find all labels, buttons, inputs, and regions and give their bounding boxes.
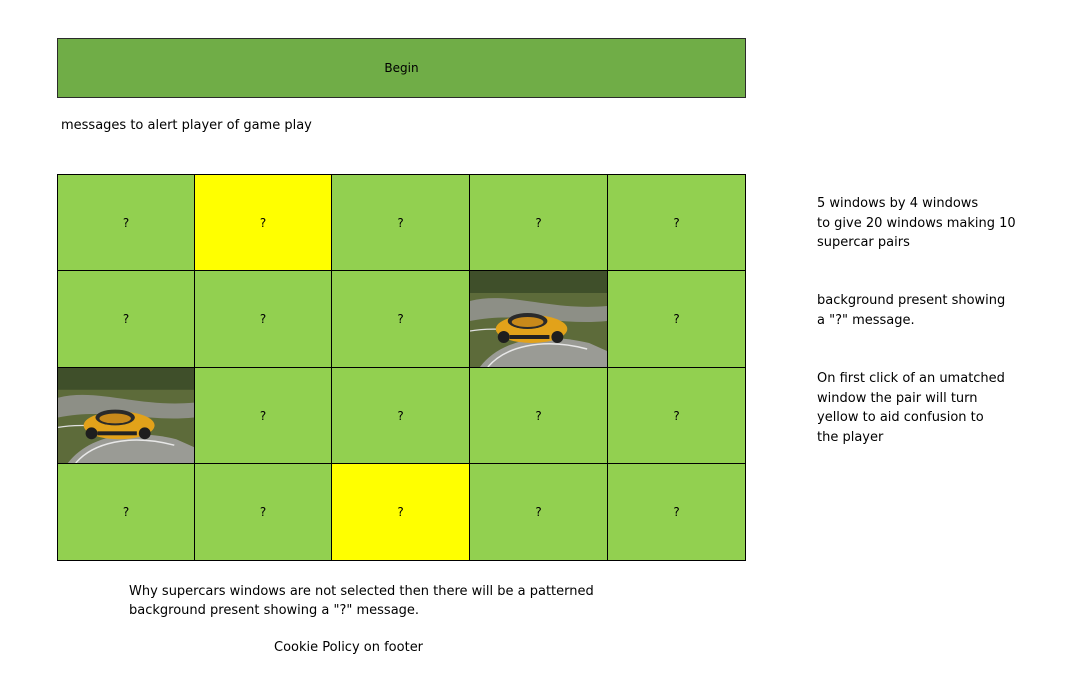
card-question-mark: ?: [259, 505, 267, 519]
card-window-r2-c3[interactable]: ?: [332, 271, 470, 368]
card-question-mark: ?: [535, 215, 542, 230]
card-window-r4-c2[interactable]: ?: [195, 464, 332, 561]
card-window-r2-c5[interactable]: ?: [608, 271, 746, 368]
card-question-mark: ?: [122, 215, 130, 230]
card-question-mark: ?: [535, 505, 542, 519]
card-window-r1-c1[interactable]: ?: [57, 174, 195, 271]
card-window-r2-c4[interactable]: [470, 271, 608, 368]
card-question-mark: ?: [122, 312, 130, 326]
card-window-r1-c3[interactable]: ?: [332, 174, 470, 271]
note-grid-size: 5 windows by 4 windows to give 20 window…: [817, 196, 1016, 250]
card-question-mark: ?: [673, 408, 680, 423]
card-question-mark: ?: [535, 408, 542, 423]
card-window-r4-c3[interactable]: ?: [332, 464, 470, 561]
card-window-r1-c2[interactable]: ?: [195, 174, 332, 271]
card-window-r3-c3[interactable]: ?: [332, 368, 470, 464]
card-question-mark: ?: [259, 408, 267, 423]
card-question-mark: ?: [673, 505, 680, 519]
note-first-click: On first click of an umatched window the…: [817, 371, 1005, 445]
memory-grid: ??????????????????: [57, 174, 746, 561]
card-question-mark: ?: [397, 505, 404, 519]
card-question-mark: ?: [673, 215, 680, 230]
card-window-r3-c5[interactable]: ?: [608, 368, 746, 464]
begin-button[interactable]: Begin: [57, 38, 746, 98]
note-background: background present showing a "?" message…: [817, 293, 1006, 328]
card-window-r4-c1[interactable]: ?: [57, 464, 195, 561]
card-question-mark: ?: [397, 215, 404, 230]
card-window-r3-c4[interactable]: ?: [470, 368, 608, 464]
card-window-r2-c2[interactable]: ?: [195, 271, 332, 368]
game-alert-message: messages to alert player of game play: [61, 118, 312, 133]
card-question-mark: ?: [397, 312, 404, 326]
card-window-r1-c4[interactable]: ?: [470, 174, 608, 271]
card-question-mark: ?: [397, 408, 404, 423]
supercar-image: [470, 271, 607, 367]
card-question-mark: ?: [259, 312, 267, 326]
card-question-mark: ?: [673, 312, 680, 326]
card-question-mark: ?: [122, 505, 130, 519]
note-unselected-windows: Why supercars windows are not selected t…: [129, 584, 594, 618]
card-window-r3-c1[interactable]: [57, 368, 195, 464]
supercar-image: [58, 368, 194, 463]
card-window-r2-c1[interactable]: ?: [57, 271, 195, 368]
cookie-policy-note: Cookie Policy on footer: [274, 640, 424, 655]
card-window-r4-c5[interactable]: ?: [608, 464, 746, 561]
card-window-r1-c5[interactable]: ?: [608, 174, 746, 271]
card-window-r4-c4[interactable]: ?: [470, 464, 608, 561]
card-window-r3-c2[interactable]: ?: [195, 368, 332, 464]
card-question-mark: ?: [259, 215, 267, 230]
